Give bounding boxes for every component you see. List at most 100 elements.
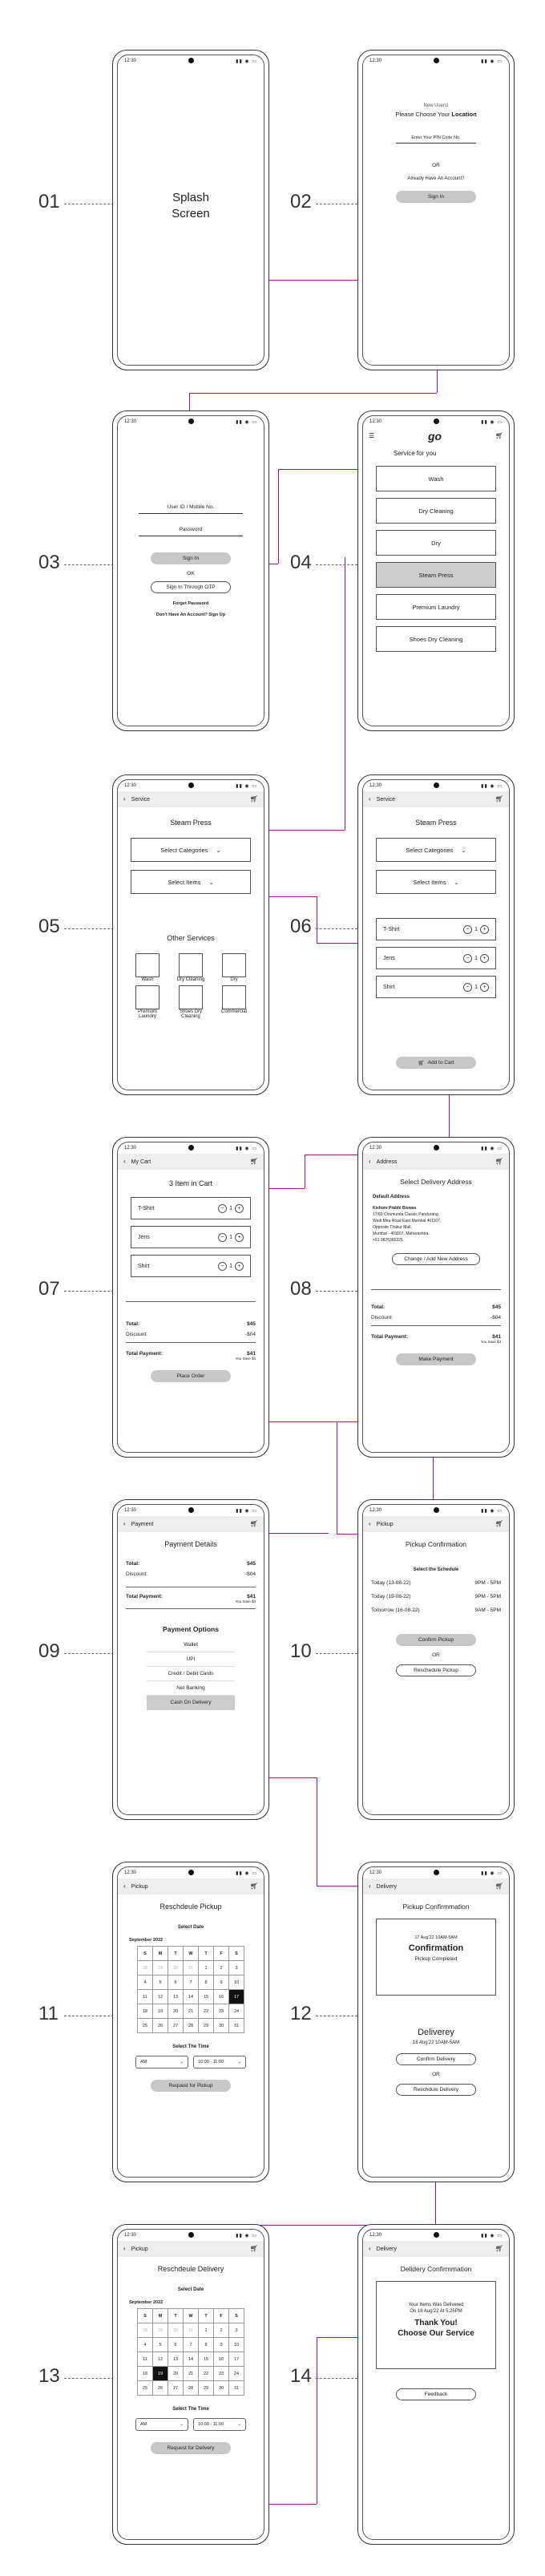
service-premium-laundry[interactable]: Premium Laundry xyxy=(376,594,496,620)
service-shoes-dry-cleaning[interactable]: Shoes Dry Cleaning xyxy=(376,626,496,652)
cart-icon[interactable]: 🛒︎ xyxy=(495,1520,503,1527)
quantity-stepper[interactable]: −1+ xyxy=(218,1261,244,1271)
select-categories-dropdown[interactable]: Select Categories⌄ xyxy=(376,838,496,862)
select-items-dropdown[interactable]: Select Items⌄ xyxy=(376,870,496,894)
cart-icon[interactable]: 🛒︎ xyxy=(249,1520,258,1527)
pin-code-input[interactable]: Enter Your PIN Code No. xyxy=(411,135,461,140)
back-icon[interactable]: ‹ xyxy=(123,2245,126,2252)
calendar-day[interactable]: 5 xyxy=(152,2337,168,2352)
other-service-commercial[interactable]: Commercial xyxy=(216,985,252,1019)
password-input[interactable]: Password xyxy=(179,527,203,532)
schedule-row[interactable]: Today (13-08-22)9PM - 5PM xyxy=(363,1580,509,1586)
cart-icon[interactable]: 🛒︎ xyxy=(495,1158,503,1165)
calendar-day[interactable]: 7 xyxy=(183,2337,199,2352)
am-pm-select[interactable]: AM⌄ xyxy=(135,2056,188,2068)
user-id-input[interactable]: User ID / Mobile No. xyxy=(167,504,215,510)
back-icon[interactable]: ‹ xyxy=(123,1882,126,1890)
calendar-day[interactable]: 31 xyxy=(183,2323,199,2338)
calendar-day[interactable]: 3 xyxy=(228,2323,244,2338)
quantity-stepper[interactable]: −1+ xyxy=(218,1232,244,1242)
sign-in-button[interactable]: Sign In xyxy=(151,552,231,564)
calendar-day[interactable]: 29 xyxy=(152,1960,168,1975)
calendar-day[interactable]: 28 xyxy=(183,2380,199,2396)
calendar-day[interactable]: 27 xyxy=(168,2018,184,2033)
calendar-day[interactable]: 27 xyxy=(168,2380,184,2396)
calendar-day[interactable]: 23 xyxy=(213,2366,229,2381)
quantity-stepper[interactable]: −1+ xyxy=(218,1203,244,1213)
menu-icon[interactable]: ☰ xyxy=(369,432,375,439)
calendar-day[interactable]: 26 xyxy=(152,2380,168,2396)
calendar-day[interactable]: 18 xyxy=(137,2366,153,2381)
cart-icon[interactable]: 🛒︎ xyxy=(249,1882,258,1890)
calendar-day[interactable]: 20 xyxy=(168,2366,184,2381)
plus-icon[interactable]: + xyxy=(235,1203,244,1213)
calendar-day[interactable]: 4 xyxy=(137,2337,153,2352)
calendar-day[interactable]: 12 xyxy=(152,1989,168,2004)
other-service-dry[interactable]: Dry xyxy=(216,953,252,982)
plus-icon[interactable]: + xyxy=(480,982,489,992)
time-slot-select[interactable]: 10:00 - 11:00⌄ xyxy=(193,2056,246,2068)
calendar-day[interactable]: 28 xyxy=(137,2323,153,2338)
other-service-shoes[interactable]: Shoes Dry Cleaning xyxy=(172,985,209,1019)
calendar-day[interactable]: 22 xyxy=(198,2366,214,2381)
make-payment-button[interactable]: Make Payment xyxy=(396,1353,476,1365)
back-icon[interactable]: ‹ xyxy=(369,1520,371,1527)
calendar-day[interactable]: 1 xyxy=(198,2323,214,2338)
minus-icon[interactable]: − xyxy=(463,953,473,963)
am-pm-select[interactable]: AM⌄ xyxy=(135,2418,188,2431)
payment-option-wallet[interactable]: Wallet xyxy=(147,1638,235,1652)
back-icon[interactable]: ‹ xyxy=(369,2245,371,2252)
place-order-button[interactable]: Place Order xyxy=(151,1370,231,1382)
plus-icon[interactable]: + xyxy=(235,1261,244,1271)
calendar-day[interactable]: 13 xyxy=(168,2352,184,2367)
plus-icon[interactable]: + xyxy=(480,953,489,963)
minus-icon[interactable]: − xyxy=(463,982,473,992)
calendar-day[interactable]: 31 xyxy=(228,2380,244,2396)
select-categories-dropdown[interactable]: Select Categories⌄ xyxy=(131,838,251,862)
calendar-day[interactable]: 24 xyxy=(228,2366,244,2381)
cart-icon[interactable]: 🛒︎ xyxy=(495,2245,503,2252)
change-address-button[interactable]: Change / Add New Address xyxy=(392,1253,480,1265)
calendar-day[interactable]: 30 xyxy=(213,2018,229,2033)
reschedule-pickup-button[interactable]: Reschedule Pickup xyxy=(396,1664,476,1676)
calendar-day[interactable]: 8 xyxy=(198,2337,214,2352)
calendar-day[interactable]: 28 xyxy=(137,1960,153,1975)
calendar-day[interactable]: 10 xyxy=(228,2337,244,2352)
calendar-day[interactable]: 26 xyxy=(152,2018,168,2033)
reschedule-delivery-button[interactable]: Reschdule Delivery xyxy=(396,2084,476,2096)
calendar-day[interactable]: 15 xyxy=(198,2352,214,2367)
calendar-day[interactable]: 12 xyxy=(152,2352,168,2367)
payment-option-net-banking[interactable]: Net Banking xyxy=(147,1681,235,1696)
forgot-password-link[interactable]: Forget Password xyxy=(172,601,209,606)
service-wash[interactable]: Wash xyxy=(376,466,496,491)
calendar-day[interactable]: 7 xyxy=(183,1975,199,1990)
calendar-day[interactable]: 9 xyxy=(213,1975,229,1990)
minus-icon[interactable]: − xyxy=(218,1203,228,1213)
confirm-pickup-button[interactable]: Confirm Pickup xyxy=(396,1634,476,1646)
minus-icon[interactable]: − xyxy=(218,1232,228,1242)
minus-icon[interactable]: − xyxy=(218,1261,228,1271)
cart-icon[interactable]: 🛒︎ xyxy=(495,795,503,803)
cart-icon[interactable]: 🛒︎ xyxy=(249,1158,258,1165)
back-icon[interactable]: ‹ xyxy=(369,795,371,803)
back-icon[interactable]: ‹ xyxy=(123,795,126,803)
calendar-day[interactable]: 14 xyxy=(183,2352,199,2367)
calendar-day[interactable]: 17 xyxy=(228,1989,244,2004)
calendar-day[interactable]: 5 xyxy=(152,1975,168,1990)
quantity-stepper[interactable]: −1+ xyxy=(463,982,489,992)
other-service-premium-laundry[interactable]: Premium Laundry xyxy=(129,985,166,1019)
calendar-day[interactable]: 30 xyxy=(213,2380,229,2396)
minus-icon[interactable]: − xyxy=(463,924,473,934)
calendar-day[interactable]: 4 xyxy=(137,1975,153,1990)
calendar-day[interactable]: 21 xyxy=(183,2004,199,2019)
back-icon[interactable]: ‹ xyxy=(123,1520,126,1527)
calendar-day[interactable]: 15 xyxy=(198,1989,214,2004)
payment-option-cod[interactable]: Cash On Delivery xyxy=(147,1696,235,1710)
calendar-day[interactable]: 14 xyxy=(183,1989,199,2004)
otp-sign-in-button[interactable]: Sign In Through OTP xyxy=(151,581,231,593)
calendar-day[interactable]: 25 xyxy=(137,2018,153,2033)
plus-icon[interactable]: + xyxy=(235,1232,244,1242)
calendar-day[interactable]: 17 xyxy=(228,2352,244,2367)
calendar-day[interactable]: 19 xyxy=(152,2366,168,2381)
schedule-row[interactable]: Tomorrow (16-08-22)9AM - 5PM xyxy=(363,1607,509,1613)
